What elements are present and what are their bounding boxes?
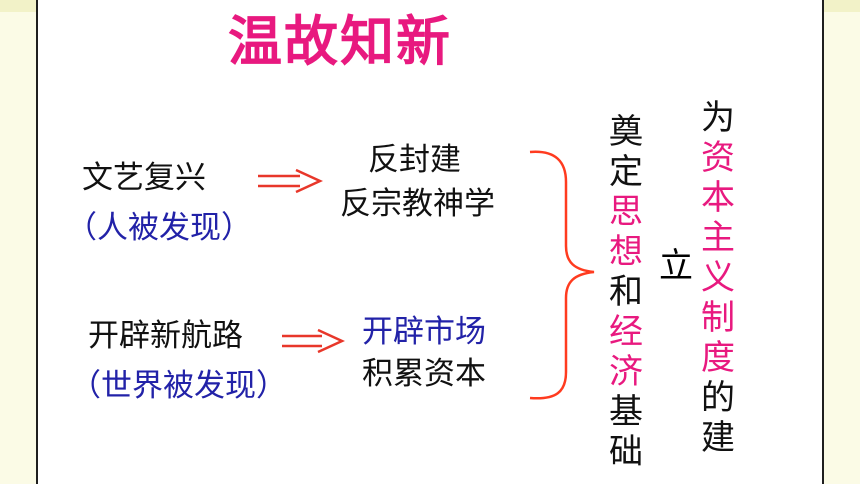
capitalism-char: 制 — [701, 298, 735, 338]
foundation-char: 础 — [609, 432, 643, 472]
new-routes-sub-label: （世界被发现） — [70, 368, 287, 404]
new-routes-label: 开辟新航路 — [88, 318, 243, 354]
establish-char: 立 — [659, 246, 693, 286]
capitalism-text-column: 为 资 本 主 义 制 度 的 建 — [698, 98, 738, 458]
left-border-strip — [0, 0, 38, 484]
anti-feudal-label: 反封建 — [368, 142, 461, 178]
renaissance-sub-label: （人被发现） — [66, 210, 252, 246]
foundation-char: 基 — [609, 392, 643, 432]
accumulate-capital-label: 积累资本 — [362, 356, 486, 392]
foundation-char: 经 — [609, 312, 643, 352]
renaissance-label: 文艺复兴 — [82, 160, 206, 196]
capitalism-char: 建 — [701, 418, 735, 458]
capitalism-char: 的 — [701, 378, 735, 418]
capitalism-char: 为 — [701, 98, 735, 138]
foundation-char: 奠 — [609, 112, 643, 152]
anti-theology-label: 反宗教神学 — [340, 186, 495, 222]
foundation-char: 济 — [609, 352, 643, 392]
capitalism-char: 资 — [701, 138, 735, 178]
capitalism-char: 义 — [701, 258, 735, 298]
curly-brace — [529, 150, 595, 400]
foundation-char: 思 — [609, 192, 643, 232]
arrow-renaissance — [258, 168, 324, 194]
foundation-text-column: 奠 定 思 想 和 经 济 基 础 — [606, 112, 646, 472]
right-border-strip — [822, 0, 860, 484]
slide-title: 温故知新 — [228, 10, 452, 73]
capitalism-char: 本 — [701, 178, 735, 218]
foundation-char: 定 — [609, 152, 643, 192]
right-corner-strip — [824, 0, 860, 12]
left-corner-strip — [0, 0, 36, 12]
arrow-new-routes — [282, 328, 346, 354]
capitalism-char: 主 — [701, 218, 735, 258]
foundation-char: 和 — [609, 272, 643, 312]
foundation-char: 想 — [609, 232, 643, 272]
capitalism-char: 度 — [701, 338, 735, 378]
open-markets-label: 开辟市场 — [362, 314, 486, 350]
